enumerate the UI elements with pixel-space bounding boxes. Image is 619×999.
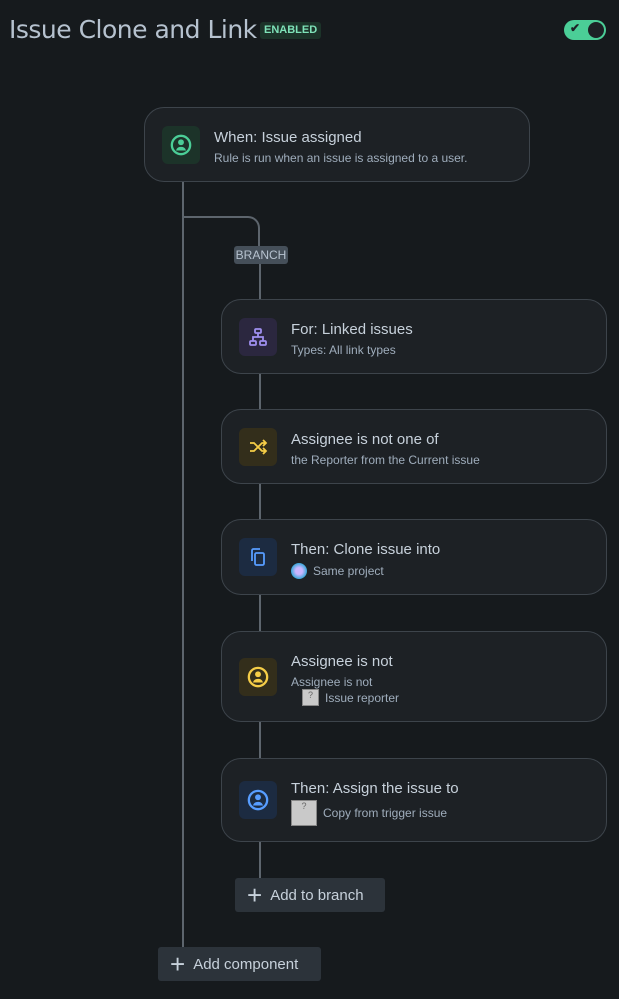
component-subtitle: Copy from trigger issue: [323, 806, 448, 820]
component-title: Assignee is not: [291, 653, 393, 670]
component-card-clone-issue[interactable]: Then: Clone issue into Same project: [221, 519, 607, 595]
status-badge: ENABLED: [260, 22, 322, 39]
component-card-assignee-is-not[interactable]: Assignee is not Assignee is not Issue re…: [221, 631, 607, 722]
component-title: Then: Clone issue into: [291, 541, 441, 558]
shuffle-icon: [239, 428, 277, 466]
add-to-branch-button[interactable]: + Add to branch: [235, 878, 385, 912]
user-circle-icon: [239, 781, 277, 819]
component-card-assignee-not-one-of[interactable]: Assignee is not one of the Reporter from…: [221, 409, 607, 484]
trigger-subtitle: Rule is run when an issue is assigned to…: [214, 151, 468, 165]
avatar-placeholder-icon: [302, 689, 319, 706]
component-title: Then: Assign the issue to: [291, 780, 459, 797]
component-subtitle: Same project: [313, 564, 384, 578]
component-title: Assignee is not one of: [291, 431, 439, 448]
main-connector: [182, 182, 184, 948]
user-circle-icon: [162, 126, 200, 164]
trigger-card[interactable]: When: Issue assigned Rule is run when an…: [144, 107, 530, 182]
component-detail: Issue reporter: [325, 690, 400, 705]
component-subtitle: Types: All link types: [291, 343, 396, 357]
add-component-button[interactable]: + Add component: [158, 947, 321, 981]
rule-enabled-toggle[interactable]: ✔: [564, 20, 606, 40]
project-icon: [291, 563, 307, 579]
branch-connector-curve: [183, 216, 260, 246]
trigger-title: When: Issue assigned: [214, 129, 362, 146]
branch-label: BRANCH: [234, 246, 288, 264]
add-to-branch-label: Add to branch: [270, 886, 364, 904]
component-card-assign-issue[interactable]: Then: Assign the issue to Copy from trig…: [221, 758, 607, 842]
add-component-label: Add component: [193, 955, 299, 973]
plus-icon: +: [247, 880, 263, 910]
component-card-for-linked-issues[interactable]: For: Linked issues Types: All link types: [221, 299, 607, 374]
component-title: For: Linked issues: [291, 321, 413, 338]
rule-title: Issue Clone and Link: [9, 15, 257, 44]
check-icon: ✔: [570, 21, 581, 35]
component-subtitle: Assignee is not: [291, 675, 373, 689]
copy-icon: [239, 538, 277, 576]
avatar-placeholder-icon: [291, 800, 317, 826]
hierarchy-icon: [239, 318, 277, 356]
component-subtitle: the Reporter from the Current issue: [291, 453, 480, 467]
plus-icon: +: [170, 949, 186, 979]
user-circle-icon: [239, 658, 277, 696]
